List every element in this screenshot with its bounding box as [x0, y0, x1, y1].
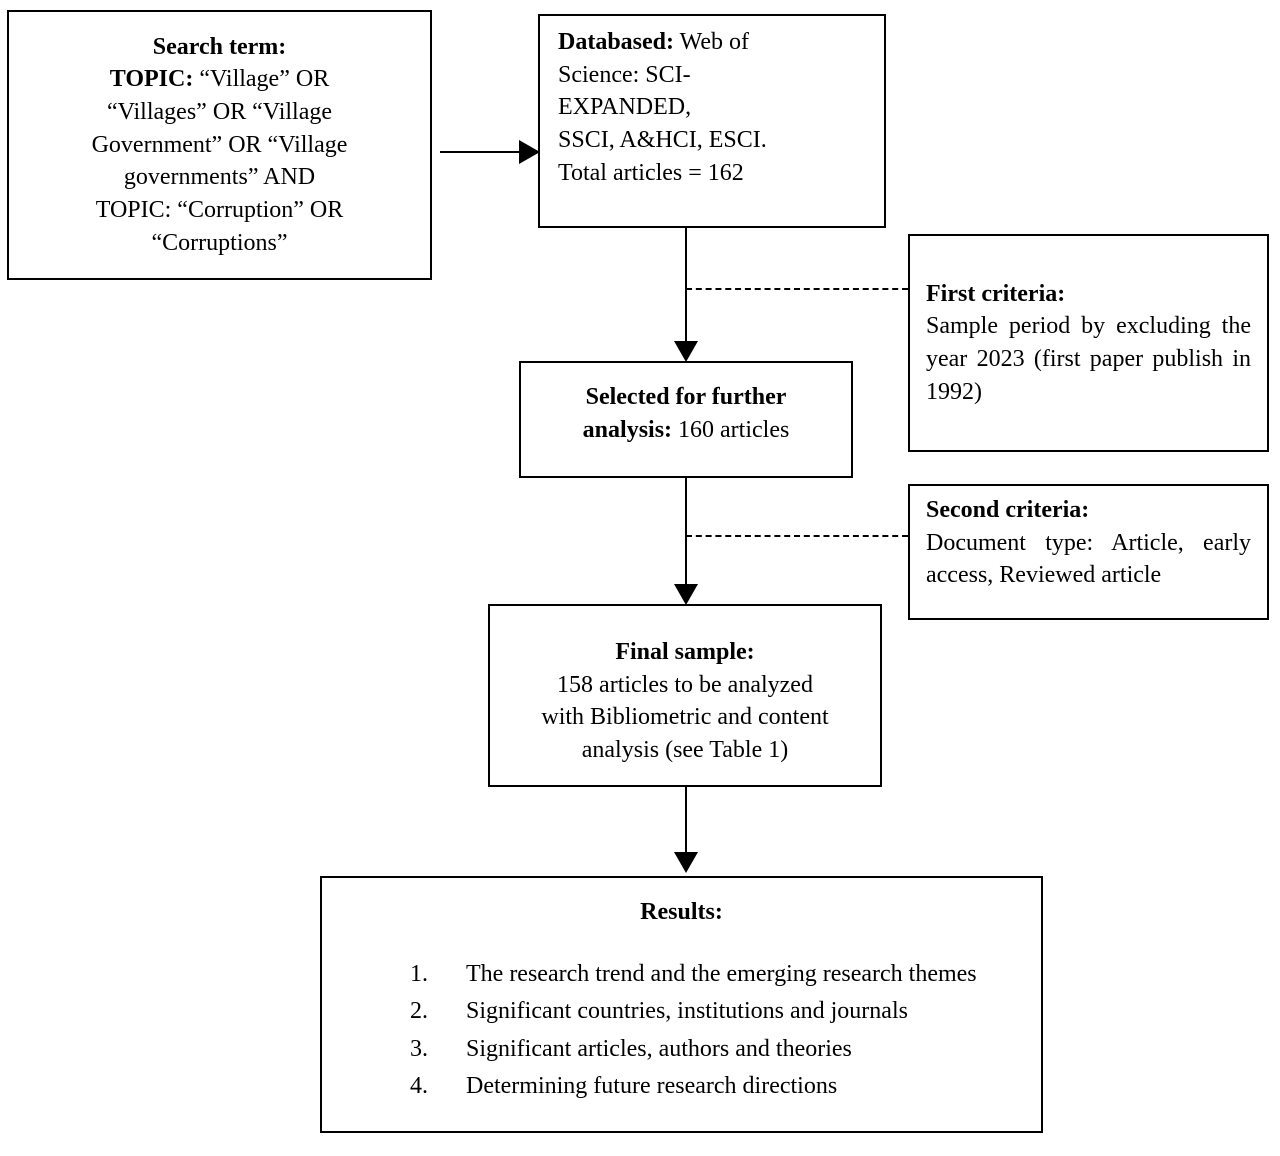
database-line-4: SSCI, A&HCI, ESCI. — [558, 126, 767, 153]
results-list-item: The research trend and the emerging rese… — [410, 957, 977, 992]
database-line-3: EXPANDED, — [558, 94, 692, 121]
search-term-line-4: governments” AND — [123, 164, 316, 191]
results-list: The research trend and the emerging rese… — [342, 957, 1021, 1107]
connector-search-to-database-arrowhead — [519, 140, 540, 164]
second-criteria-heading: Second criteria: — [926, 497, 1090, 523]
final-sample-line-3: analysis (see Table 1) — [581, 736, 789, 763]
node-selected-for-analysis: Selected for further analysis: 160 artic… — [519, 361, 853, 478]
database-line-1-text: Web of — [674, 29, 749, 55]
first-criteria-body: Sample period by excluding the year 2023… — [926, 313, 1251, 405]
selected-article-count: 160 articles — [672, 416, 790, 443]
results-list-item: Determining future research directions — [410, 1069, 838, 1104]
first-criteria-heading: First criteria: — [926, 280, 1066, 307]
connector-search-to-database-line — [440, 151, 522, 153]
search-term-line-1-text: “Village” OR — [193, 66, 330, 93]
database-line-2: Science: SCI- — [558, 61, 691, 88]
database-line-1: Databased: Web of — [558, 26, 866, 59]
node-final-sample: Final sample: 158 articles to be analyze… — [488, 604, 882, 787]
results-heading: Results: — [640, 899, 723, 925]
results-list-item: Significant articles, authors and theori… — [410, 1032, 852, 1067]
selected-line-2: analysis: 160 articles — [537, 414, 835, 447]
connector-selected-to-final-line — [685, 478, 687, 588]
search-term-line-3: Government” OR “Village — [91, 131, 348, 158]
results-list-item: Significant countries, institutions and … — [410, 994, 908, 1029]
search-term-line-1: TOPIC: “Village” OR — [23, 63, 416, 96]
node-first-criteria: First criteria: Sample period by excludi… — [908, 234, 1269, 452]
connector-database-to-selected-line — [685, 228, 687, 343]
database-line-5: Total articles = 162 — [558, 159, 744, 186]
search-term-line-5: TOPIC: “Corruption” OR — [95, 196, 344, 223]
node-second-criteria: Second criteria: Document type: Article,… — [908, 484, 1269, 620]
final-sample-line-1: 158 articles to be analyzed — [557, 671, 813, 698]
connector-selected-to-final-arrowhead — [674, 584, 698, 605]
connector-final-to-results-line — [685, 787, 687, 853]
node-results: Results: The research trend and the emer… — [320, 876, 1043, 1133]
selected-analysis-label: analysis: — [582, 416, 673, 443]
node-search-term: Search term: TOPIC: “Village” OR “Villag… — [7, 10, 432, 280]
selected-heading: Selected for further — [585, 384, 787, 410]
second-criteria-body: Document type: Article, early access, Re… — [926, 529, 1251, 589]
final-sample-heading: Final sample: — [615, 639, 755, 665]
topic-keyword-1: TOPIC: — [109, 66, 194, 93]
connector-second-criteria-dashed — [686, 535, 908, 537]
search-term-heading: Search term: — [152, 33, 287, 60]
connector-final-to-results-arrowhead — [674, 852, 698, 873]
search-term-line-2: “Villages” OR “Village — [106, 99, 333, 126]
connector-first-criteria-dashed — [686, 288, 908, 290]
connector-database-to-selected-arrowhead — [674, 341, 698, 362]
node-database: Databased: Web of Science: SCI- EXPANDED… — [538, 14, 886, 228]
search-term-line-6: “Corruptions” — [151, 229, 288, 256]
database-heading: Databased: — [558, 29, 675, 55]
final-sample-line-2: with Bibliometric and content — [541, 704, 829, 731]
